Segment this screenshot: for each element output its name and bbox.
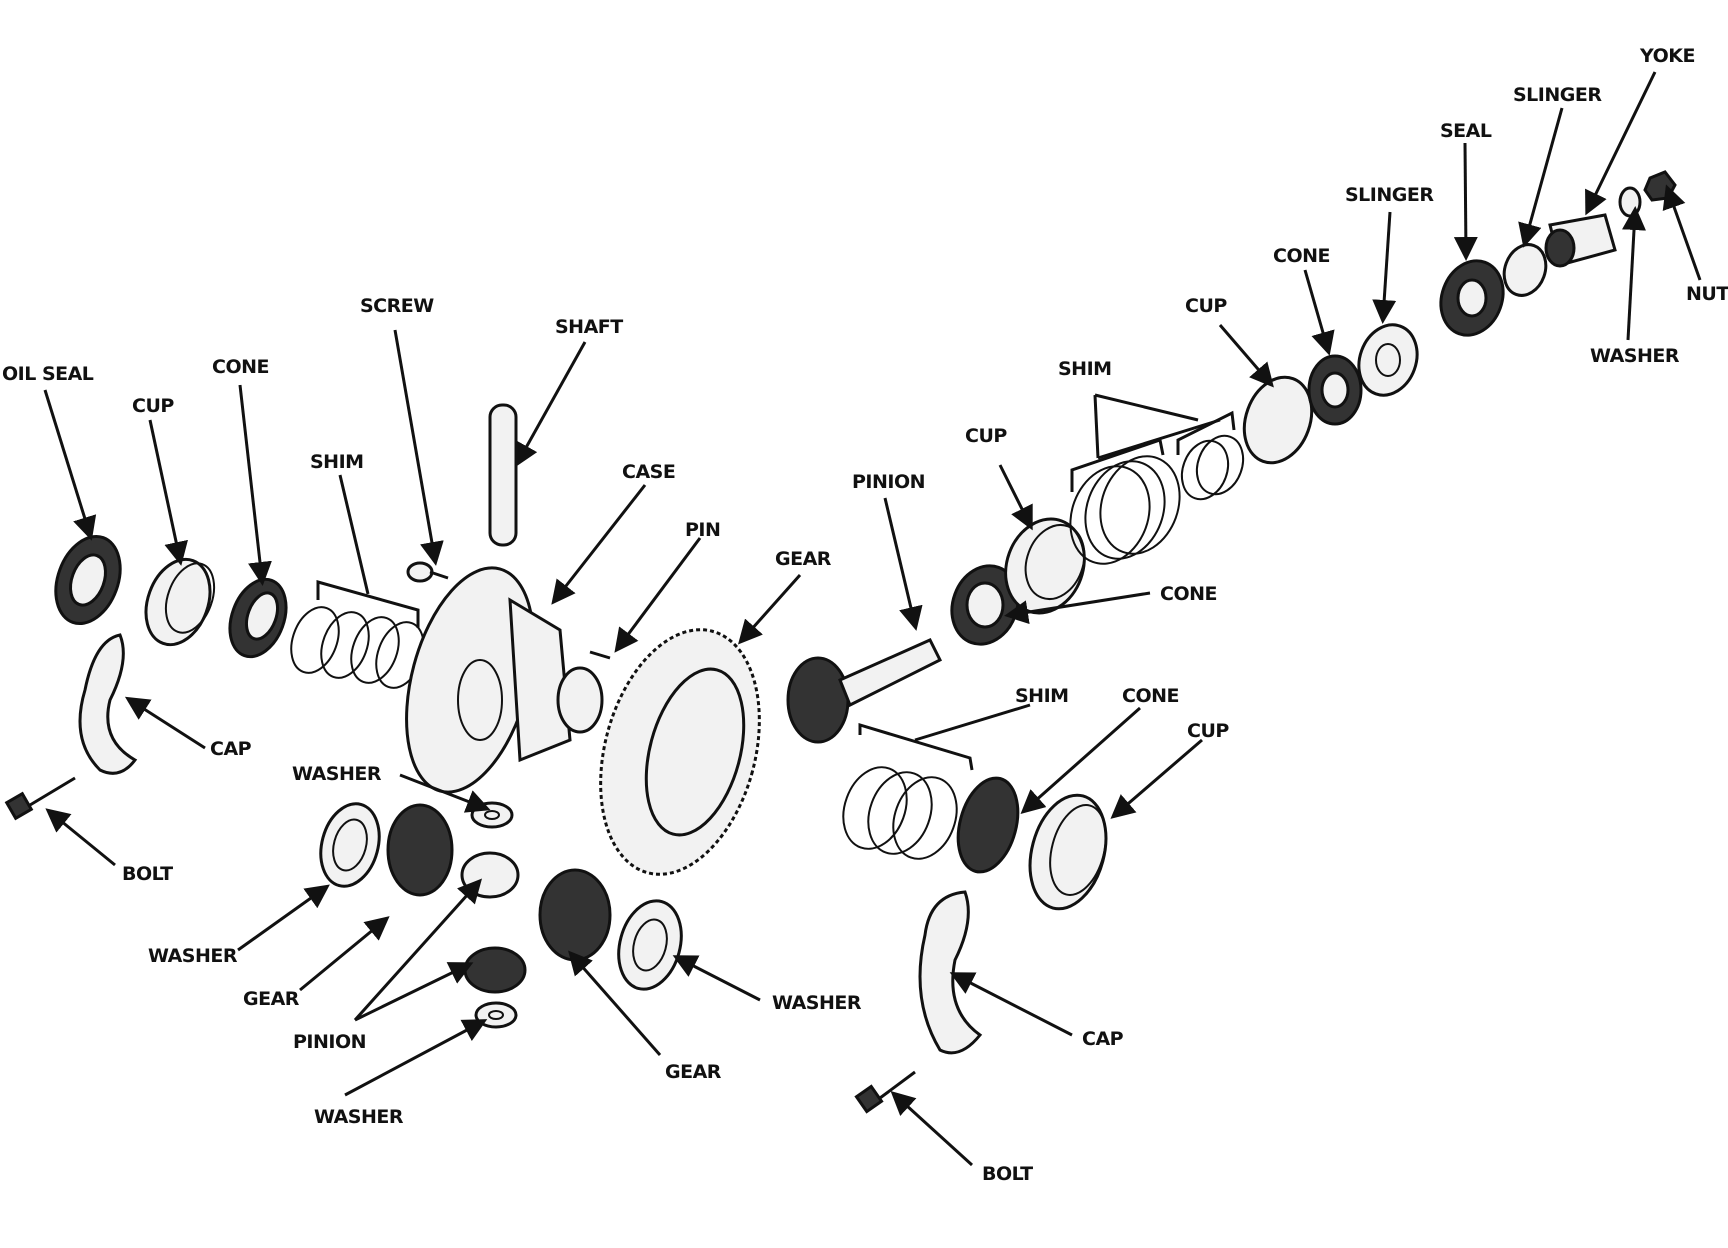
cup-mid-part	[1004, 517, 1086, 615]
cone-mid-part	[950, 564, 1020, 646]
label-case: CASE	[622, 461, 675, 483]
label-washer-bottom: WASHER	[314, 1106, 404, 1128]
cup-top-part	[1242, 375, 1314, 465]
label-shim-left: SHIM	[310, 451, 364, 473]
label-cone-mid: CONE	[1160, 583, 1217, 605]
diff-pinion-bottom-part	[463, 946, 527, 994]
shim-top-part	[1069, 434, 1245, 565]
label-pinion-main: PINION	[852, 471, 925, 493]
bolt-right-part	[854, 1070, 916, 1114]
label-washer-yoke: WASHER	[1590, 345, 1680, 367]
label-washer-right: WASHER	[772, 992, 862, 1014]
label-seal: SEAL	[1440, 120, 1492, 142]
oil-seal-part	[54, 534, 122, 626]
drive-pinion-part	[786, 638, 943, 744]
label-gear-ring: GEAR	[775, 548, 832, 570]
leader-lines	[43, 71, 1702, 1167]
label-shim-top: SHIM	[1058, 358, 1112, 380]
case-part	[405, 566, 604, 794]
label-cup-right: CUP	[1187, 720, 1229, 742]
label-bolt-right: BOLT	[982, 1163, 1033, 1185]
label-washer-center: WASHER	[292, 763, 382, 785]
shim-right-part	[842, 766, 958, 860]
bolt-left-part	[4, 776, 76, 821]
label-cone-left: CONE	[212, 356, 269, 378]
label-gear-side-right: GEAR	[665, 1061, 722, 1083]
cone-left-part	[228, 577, 288, 659]
cone-top-part	[1307, 354, 1363, 426]
side-gear-left-part	[386, 803, 454, 897]
cone-right-part	[956, 776, 1020, 874]
washer-left-part	[319, 802, 381, 888]
label-slinger-inner: SLINGER	[1345, 184, 1434, 206]
labels: OIL SEAL CUP CONE SHIM SCREW SHAFT CASE …	[2, 45, 1728, 1185]
label-shaft: SHAFT	[555, 316, 623, 338]
label-shim-right: SHIM	[1015, 685, 1069, 707]
pin-part	[589, 650, 611, 660]
label-cup-top: CUP	[1185, 295, 1227, 317]
cap-right-part	[918, 890, 983, 1055]
shim-left-part	[290, 606, 425, 689]
cap-left-part	[78, 633, 138, 775]
shaft-part	[488, 403, 518, 547]
label-cup-mid: CUP	[965, 425, 1007, 447]
label-pin: PIN	[685, 519, 720, 541]
side-gear-right-part	[538, 868, 612, 962]
cup-right-part	[1028, 793, 1108, 911]
slinger-inner-part	[1357, 323, 1419, 397]
yoke-part	[1544, 213, 1617, 268]
label-slinger-outer: SLINGER	[1513, 84, 1602, 106]
label-pinion-diff: PINION	[293, 1031, 366, 1053]
yoke-washer-part	[1618, 186, 1642, 218]
label-nut: NUT	[1686, 283, 1728, 305]
label-oil-seal: OIL SEAL	[2, 363, 94, 385]
label-cone-right: CONE	[1122, 685, 1179, 707]
label-cone-top: CONE	[1273, 245, 1330, 267]
washer-right-part	[617, 899, 683, 991]
ring-gear-part	[599, 628, 761, 876]
label-yoke: YOKE	[1639, 45, 1695, 67]
seal-part	[1439, 259, 1505, 337]
slinger-outer-part	[1502, 243, 1548, 297]
label-screw: SCREW	[360, 295, 434, 317]
label-washer-left: WASHER	[148, 945, 238, 967]
label-cap-left: CAP	[210, 738, 252, 760]
screw-part	[406, 561, 449, 583]
cup-left-part	[144, 557, 216, 647]
label-cup-left: CUP	[132, 395, 174, 417]
label-gear-side-left: GEAR	[243, 988, 300, 1010]
label-cap-right: CAP	[1082, 1028, 1124, 1050]
label-bolt-left: BOLT	[122, 863, 173, 885]
